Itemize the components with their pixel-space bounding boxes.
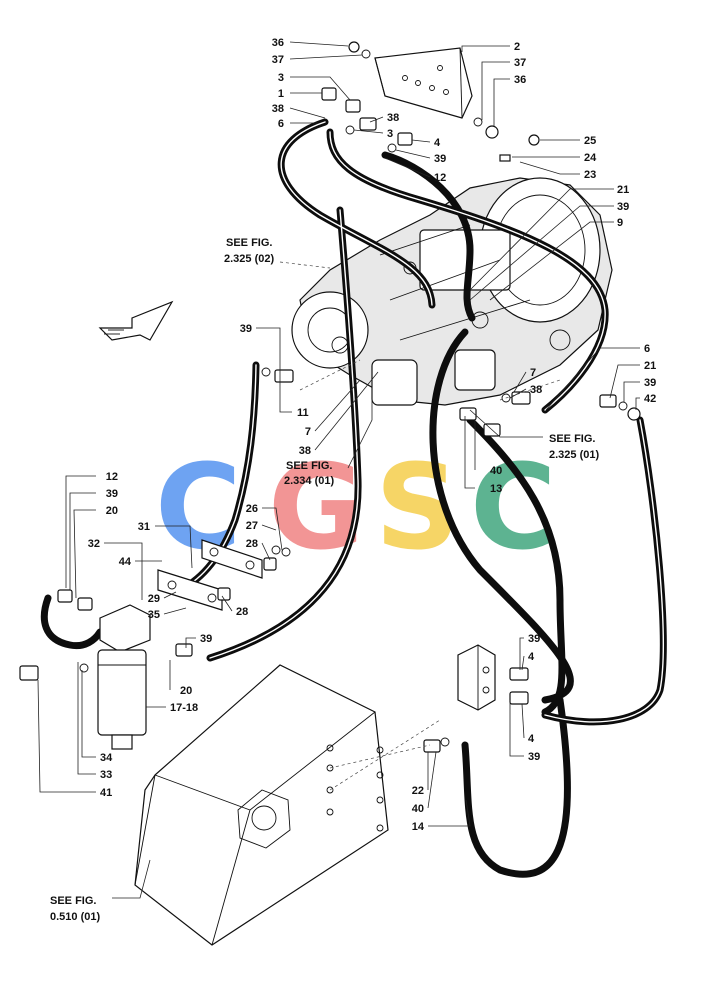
callout-label: 28 — [236, 606, 248, 618]
hoses — [40, 118, 667, 878]
callout-label: 23 — [584, 169, 596, 181]
callout-label: 33 — [100, 769, 112, 781]
callout-label: 2 — [514, 41, 520, 53]
callout-label: 32 — [88, 538, 100, 550]
callout-label: 38 — [387, 112, 399, 124]
callout-label: 29 — [148, 593, 160, 605]
hydraulic-tank — [134, 664, 389, 946]
callout-label: 26 — [246, 503, 258, 515]
callout-label: 31 — [138, 521, 150, 533]
callout-label: 39 — [106, 488, 118, 500]
callout-label: 38 — [530, 384, 542, 396]
see-ref-3-line2: 2.325 (01) — [549, 449, 599, 461]
callout-label: 1 — [278, 88, 284, 100]
see-ref-3-line1: SEE FIG. — [549, 433, 595, 445]
see-ref-4-line1: SEE FIG. — [50, 895, 96, 907]
callout-label: 42 — [644, 393, 656, 405]
callout-label: 39 — [528, 751, 540, 763]
callout-label: 39 — [644, 377, 656, 389]
callout-label: 3 — [278, 72, 284, 84]
callout-label: 36 — [272, 37, 284, 49]
callout-label: 20 — [180, 685, 192, 697]
callout-label: 14 — [412, 821, 425, 833]
callout-label: 36 — [514, 74, 526, 86]
callout-label: 37 — [272, 54, 284, 66]
callout-label: 44 — [119, 556, 132, 568]
callout-label: 35 — [148, 609, 160, 621]
callout-label: 39 — [617, 201, 629, 213]
direction-arrow — [98, 300, 174, 341]
see-ref-4-line2: 0.510 (01) — [50, 911, 100, 923]
callout-label: 39 — [200, 633, 212, 645]
fittings — [19, 41, 641, 753]
callout-label: 6 — [644, 343, 650, 355]
callout-label: 24 — [584, 152, 597, 164]
callout-label: 4 — [434, 137, 441, 149]
manifold-block — [374, 47, 473, 119]
callout-label: 22 — [412, 785, 424, 797]
callout-label: 38 — [299, 445, 311, 457]
callout-label: 41 — [100, 787, 112, 799]
callout-label: 37 — [514, 57, 526, 69]
callout-labels: 36 37 3 1 38 6 38 3 2 37 36 25 24 23 4 3… — [88, 37, 657, 833]
callout-label: 6 — [278, 118, 284, 130]
bracket-plates — [157, 539, 263, 611]
callout-label: 7 — [305, 426, 311, 438]
filter-assembly — [97, 604, 151, 750]
callout-label: 11 — [297, 407, 309, 419]
distribution-block — [457, 644, 496, 711]
callout-label: 3 — [387, 128, 393, 140]
callout-label: 7 — [530, 367, 536, 379]
callout-label: 39 — [528, 633, 540, 645]
callout-label: 40 — [490, 465, 502, 477]
callout-label: 25 — [584, 135, 596, 147]
callout-label: 28 — [246, 538, 258, 550]
callout-label: 39 — [434, 153, 446, 165]
callout-label: 9 — [617, 217, 623, 229]
callout-label: 4 — [528, 733, 535, 745]
see-figure-refs: SEE FIG. 2.325 (02) SEE FIG. 2.334 (01) … — [50, 237, 599, 923]
callout-label: 34 — [100, 752, 113, 764]
see-ref-2-line1: SEE FIG. — [286, 460, 332, 472]
see-ref-1-line1: SEE FIG. — [226, 237, 272, 249]
see-ref-1-line2: 2.325 (02) — [224, 253, 274, 265]
callout-label: 12 — [106, 471, 118, 483]
callout-label: 21 — [644, 360, 656, 372]
callout-label: 21 — [617, 184, 629, 196]
callout-label: 13 — [490, 483, 502, 495]
leader-lines — [37, 41, 640, 899]
callout-label: 38 — [272, 103, 284, 115]
callout-label: 17-18 — [170, 702, 198, 714]
watermark-letter-g: G — [268, 438, 365, 576]
callout-label: 40 — [412, 803, 424, 815]
see-ref-2-line2: 2.334 (01) — [284, 475, 334, 487]
callout-label: 20 — [106, 505, 118, 517]
callout-label: 12 — [434, 172, 446, 184]
callout-label: 4 — [528, 651, 535, 663]
callout-label: 39 — [240, 323, 252, 335]
callout-label: 27 — [246, 520, 258, 532]
watermark-letter-c2: C — [470, 438, 557, 576]
